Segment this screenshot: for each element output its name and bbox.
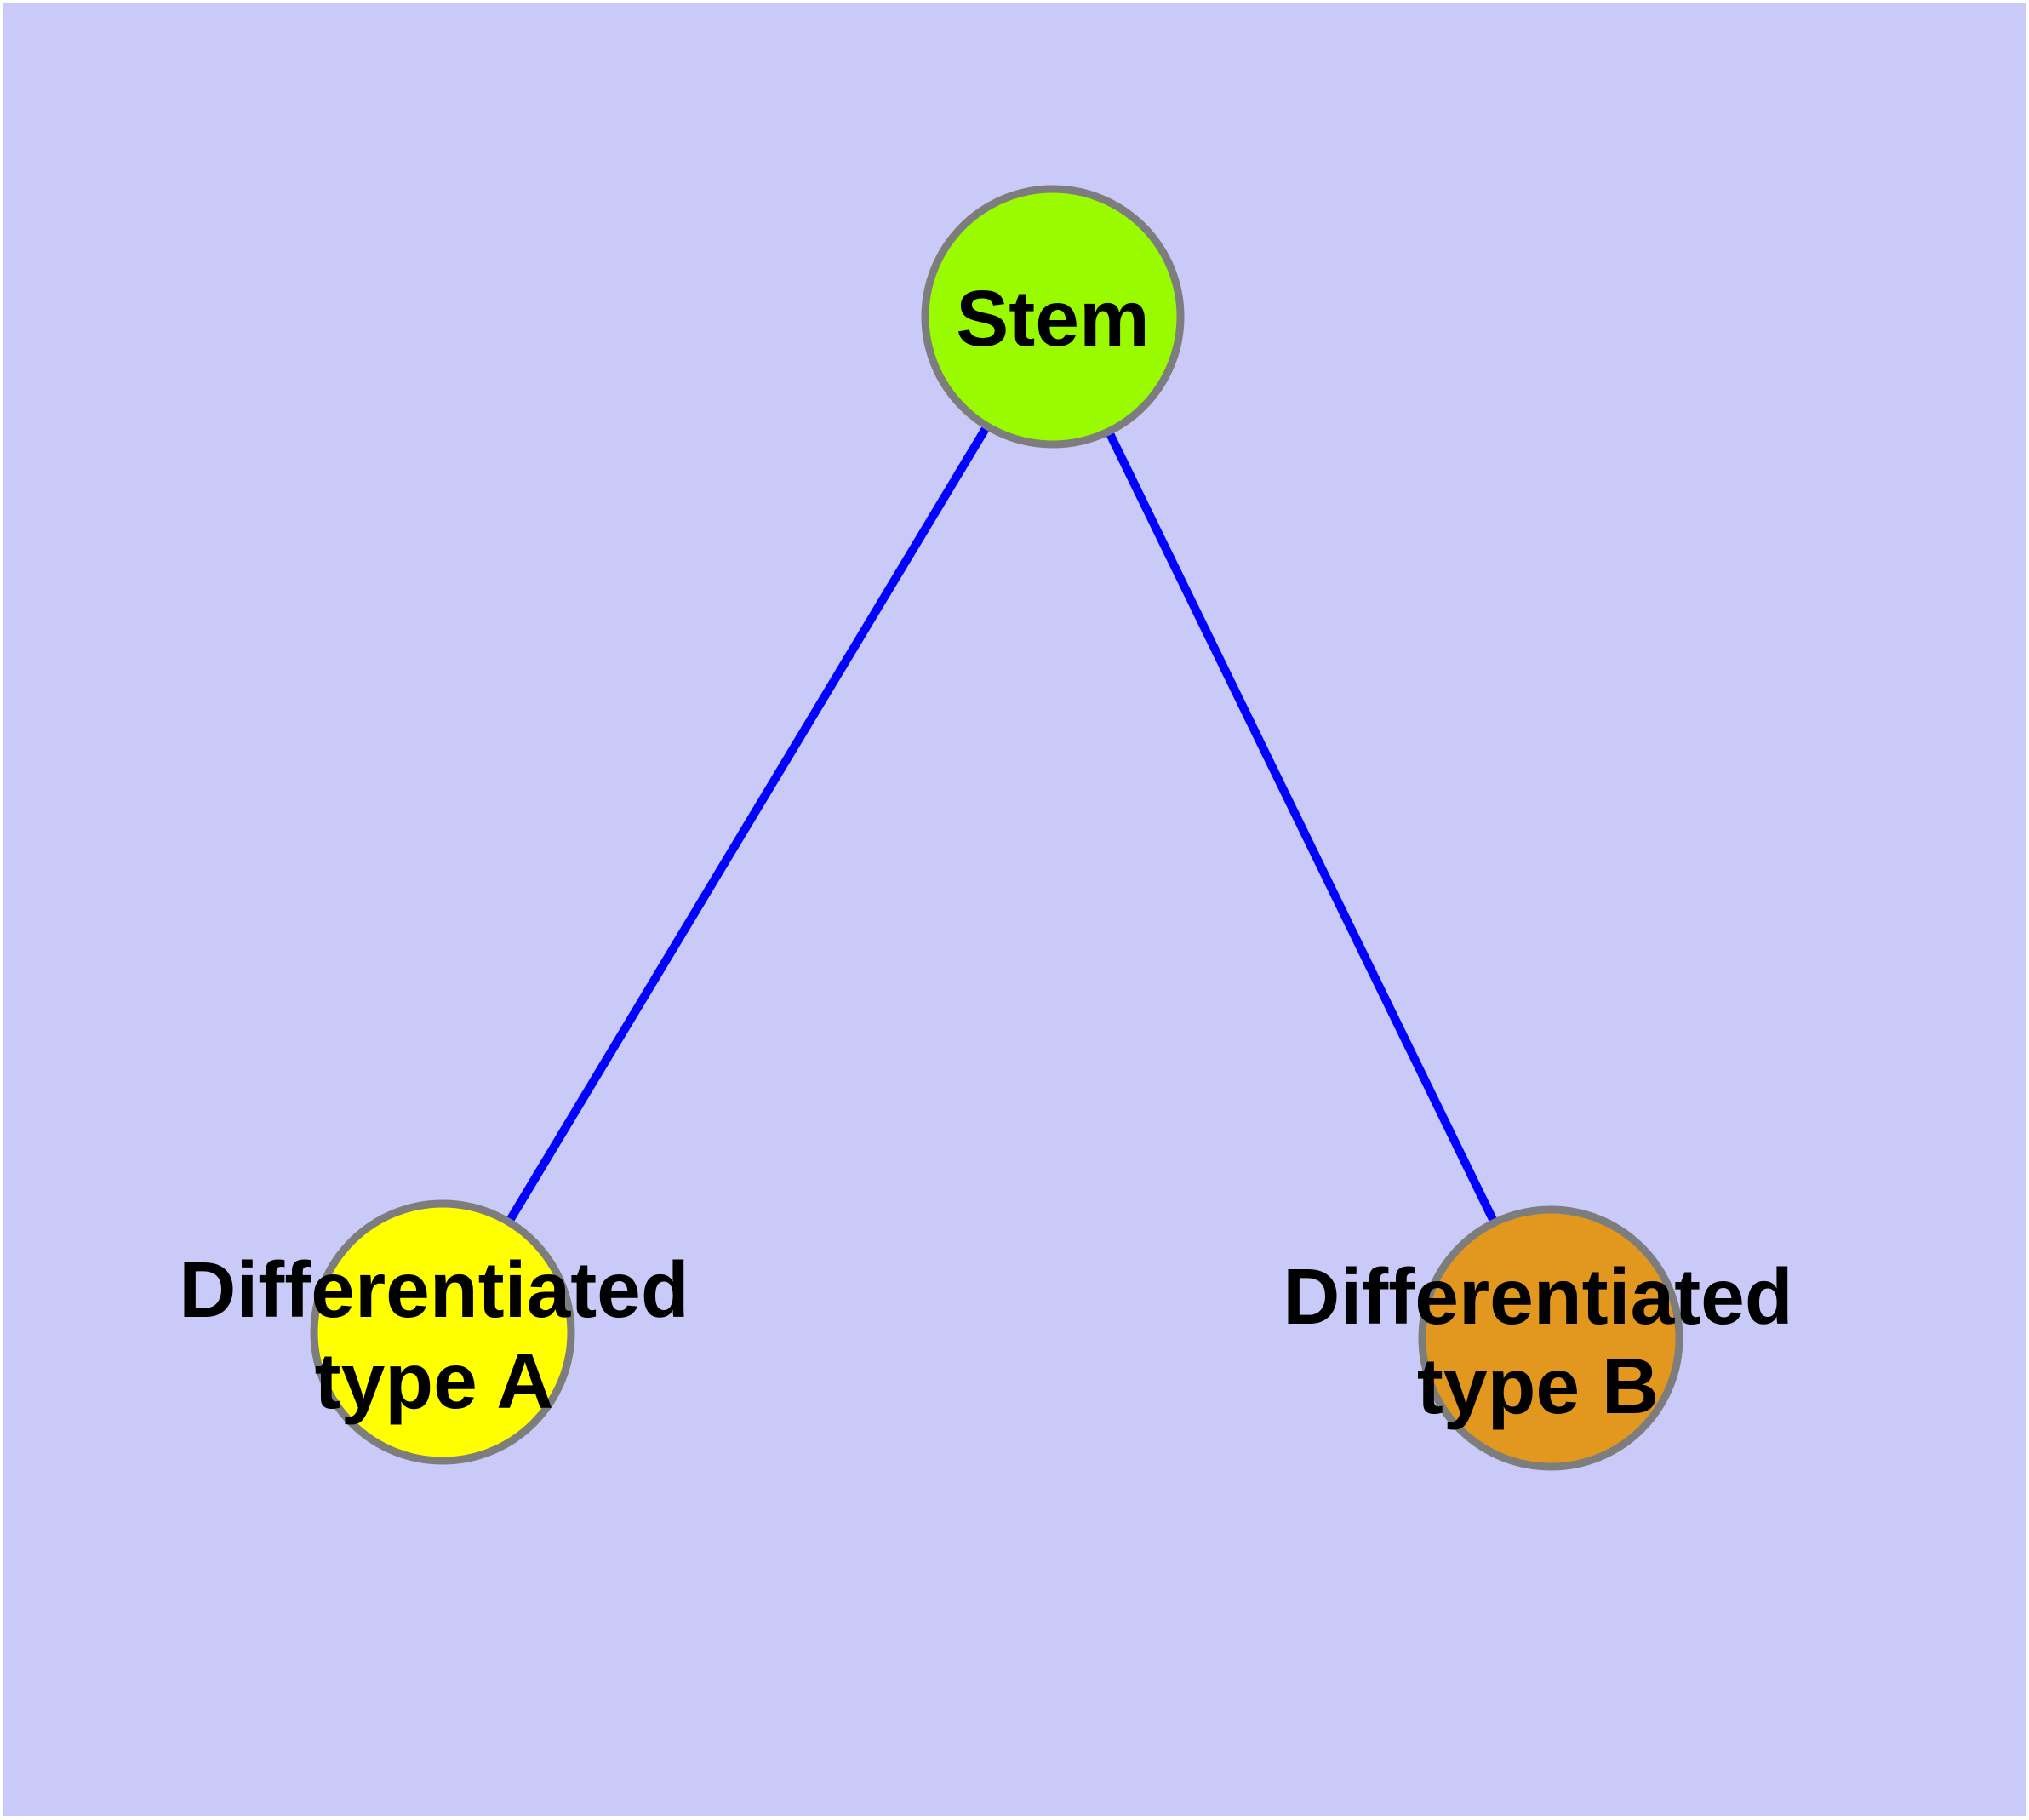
- edge-stem-to-type-b: [1049, 314, 1555, 1341]
- edge-stem-to-type-a: [438, 314, 1057, 1335]
- node-stem: [921, 185, 1185, 449]
- node-type-b-label-line2: type B: [1417, 1342, 1659, 1430]
- node-type-a: [310, 1199, 575, 1465]
- node-type-a-label-line1: Differentiated: [179, 1245, 689, 1334]
- node-type-b-label-line1: Differentiated: [1283, 1252, 1792, 1341]
- node-type-b: [1418, 1205, 1683, 1471]
- node-stem-label: Stem: [956, 274, 1149, 363]
- node-type-a-label-line2: type A: [315, 1336, 554, 1425]
